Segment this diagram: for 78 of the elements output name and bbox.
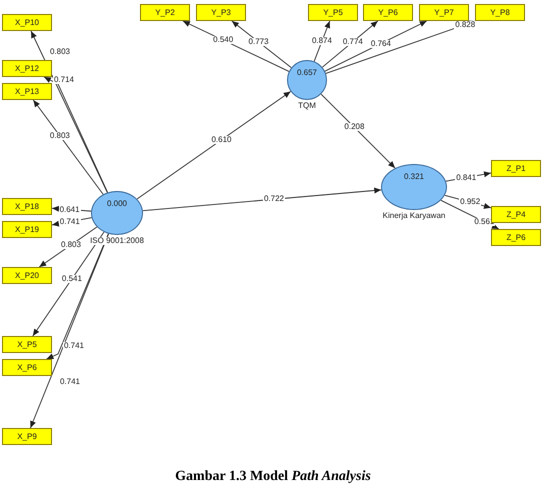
indicator-label: Z_P1: [506, 164, 526, 172]
edge-label: 0.541: [60, 274, 83, 283]
indicator-box: [2, 267, 52, 284]
indicator-box: [2, 428, 52, 445]
indicator-label: Y_P2: [155, 8, 175, 16]
edge-label: 0.803: [48, 132, 71, 140]
indicator-box: [2, 198, 52, 215]
edge-label: 0.841: [455, 174, 478, 182]
edge-label: 0.741: [58, 378, 82, 386]
indicator-label: Y_P8: [490, 8, 510, 16]
indicator-box: [419, 4, 469, 21]
indicator-box: [196, 4, 246, 21]
indicator-label: X_P6: [17, 364, 37, 372]
arrow: [320, 94, 396, 169]
edge-label: 0.714: [52, 76, 76, 84]
figure-caption: Gambar 1.3 Model Path Analysis: [174, 468, 372, 486]
indicator-label: Z_P4: [506, 210, 526, 218]
arrow: [44, 76, 108, 193]
indicator-box: [2, 60, 52, 77]
latent-variable-ellipse: [381, 164, 447, 210]
variable-name: Kinerja Karyawan: [382, 212, 446, 220]
edge-label: 0.803: [60, 240, 82, 249]
indicator-label: Y_P6: [378, 8, 398, 16]
value-text: 0.321: [404, 173, 424, 181]
edge-label: 0.741: [62, 342, 86, 350]
arrow: [30, 233, 110, 428]
edge-label: 0.722: [262, 195, 285, 204]
arrow: [231, 20, 292, 68]
indicator-box: [2, 83, 52, 100]
edge-label: 0.741: [58, 218, 81, 226]
indicator-label: X_P19: [14, 226, 40, 234]
indicator-label: Y_P3: [211, 8, 231, 16]
arrow: [136, 91, 292, 200]
indicator-label: X_P10: [14, 18, 40, 26]
indicator-label: X_P20: [14, 272, 40, 280]
arrow: [32, 232, 104, 336]
arrow: [38, 226, 98, 268]
indicator-box: [308, 4, 358, 21]
indicator-label: X_P5: [17, 340, 37, 348]
indicator-box: [491, 160, 541, 177]
value-text: 0.657: [296, 69, 318, 77]
edge-label: 0.803: [48, 48, 72, 56]
arrow: [324, 20, 428, 72]
indicator-box: [475, 4, 525, 21]
indicator-label: X_P18: [14, 202, 40, 210]
variable-name: TQM: [297, 102, 317, 110]
edge-label: 0.774: [342, 38, 364, 46]
arrow: [322, 20, 378, 68]
indicator-box: [2, 359, 52, 376]
arrow: [182, 20, 290, 72]
arrow: [46, 233, 109, 360]
latent-variable-ellipse: [91, 191, 143, 235]
arrow: [142, 188, 382, 212]
indicator-label: X_P12: [14, 64, 40, 72]
edge-label: 0.874: [310, 37, 333, 46]
variable-name: ISO 9001:2008: [89, 237, 145, 245]
edge-label: 0.540: [212, 36, 234, 44]
indicator-box: [140, 4, 190, 21]
arrow: [30, 30, 108, 194]
indicator-box: [491, 229, 541, 246]
edge-label: 0.952: [459, 198, 482, 206]
indicator-label: Z_P6: [506, 234, 526, 242]
edge-label: 0.208: [343, 123, 366, 132]
indicator-box: [2, 14, 52, 31]
edge-label: 0.641: [58, 206, 81, 214]
indicator-box: [363, 4, 413, 21]
indicator-label: X_P9: [17, 432, 37, 440]
indicator-label: Y_P5: [323, 8, 343, 16]
indicator-box: [2, 336, 52, 353]
edge-label: 0.773: [248, 38, 270, 46]
value-text: 0.000: [106, 200, 128, 208]
arrow: [32, 100, 104, 195]
latent-variable-ellipse: [287, 60, 327, 100]
edge-label: 0.610: [210, 136, 233, 144]
indicator-label: X_P13: [14, 88, 40, 96]
edge-label: 0.764: [370, 40, 392, 48]
indicator-label: Y_P7: [434, 8, 454, 16]
indicator-box: [2, 221, 52, 238]
